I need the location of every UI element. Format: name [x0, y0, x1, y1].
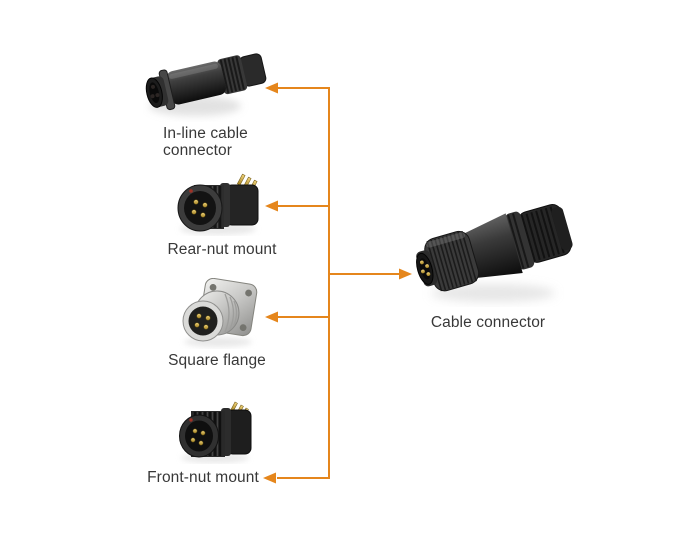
label-cable-connector: Cable connector [430, 314, 546, 331]
arrowhead-inline-icon [265, 82, 278, 94]
arrowhead-square-flange-icon [265, 311, 278, 323]
label-square-flange: Square flange [168, 352, 266, 369]
arrowhead-rear-nut-icon [265, 200, 278, 212]
front-nut-mount-image [175, 398, 255, 464]
square-flange-image [176, 278, 258, 349]
inline-cable-connector-image [143, 40, 268, 122]
trunk-line [277, 87, 330, 479]
label-rear-nut-mount: Rear-nut mount [167, 241, 277, 258]
cable-connector-image [413, 192, 575, 307]
rear-nut-mount-image [170, 171, 265, 236]
arrowhead-cable-connector-icon [399, 268, 412, 280]
label-inline-cable-connector: In-line cable connector [163, 125, 248, 159]
label-front-nut-mount: Front-nut mount [147, 469, 259, 486]
arrowhead-front-nut-icon [263, 472, 276, 484]
